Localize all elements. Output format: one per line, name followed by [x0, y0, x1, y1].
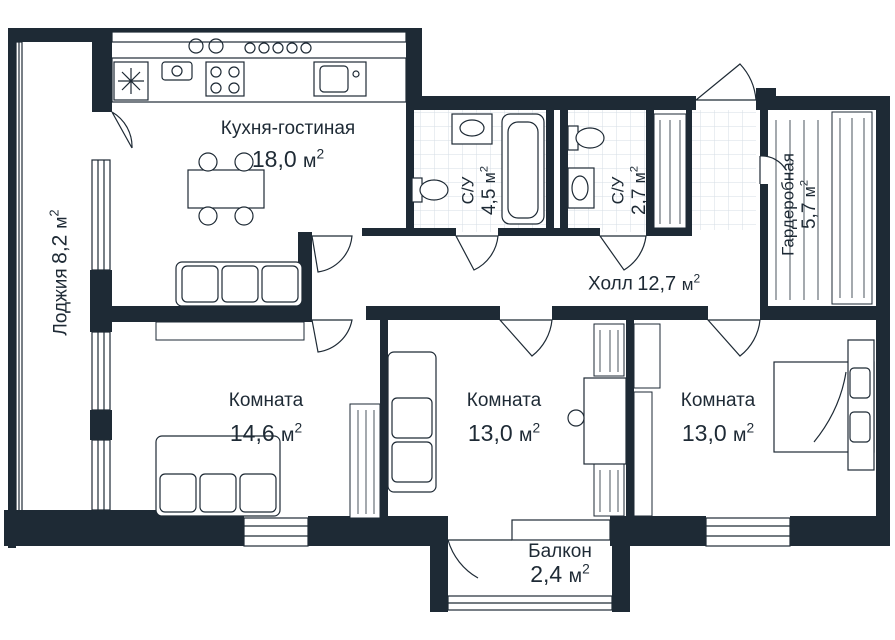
window-icon [15, 31, 791, 611]
area-unit: м [733, 423, 747, 446]
area-unit: м [281, 423, 295, 446]
room-name: Лоджия [50, 268, 72, 336]
room-name: Гардеробная [778, 153, 798, 256]
toilet-icon [411, 125, 605, 203]
room-label-bath2: С/У 2,7 м2 [608, 130, 651, 250]
area-sup: 2 [582, 561, 590, 577]
area-unit: м [50, 216, 71, 229]
room-label-room3: Комната 13,0 м2 [648, 390, 788, 446]
room-name: Балкон [528, 541, 592, 562]
area-sup: 2 [47, 209, 62, 217]
area-sup: 2 [693, 271, 701, 285]
area-sup: 2 [746, 420, 755, 436]
room-label-kitchen: Кухня-гостиная 18,0 м2 [190, 118, 386, 172]
room-label-wardrobe: Гардеробная 5,7 м2 [778, 134, 821, 274]
area-sup: 2 [478, 165, 491, 173]
area-value: 12,7 [637, 272, 677, 295]
room-name: Комната [228, 390, 304, 411]
room-name: Комната [466, 390, 542, 411]
area-value: 18,0 [251, 145, 297, 172]
sink-icon [451, 113, 595, 209]
area-value: 4,5 [478, 188, 500, 216]
area-unit: м [480, 172, 499, 184]
room-label-room1: Комната 14,6 м2 [196, 390, 336, 446]
bed-icon [773, 339, 875, 471]
room-area: 2,7 м2 [628, 130, 650, 250]
shelving-hatch [357, 118, 865, 514]
room-label-balcony: Балкон 2,4 м2 [500, 541, 620, 587]
area-unit: м [681, 274, 694, 294]
room-area: 14,6 м2 [196, 420, 336, 446]
door-icon [111, 63, 787, 579]
table-icon [187, 152, 265, 226]
room-label-hall: Холл 12,7 м2 [588, 271, 748, 296]
kitchen-counter [111, 38, 407, 103]
area-unit: м [303, 149, 317, 172]
room-name: Холл [588, 273, 633, 295]
area-value: 14,6 [229, 419, 275, 446]
area-unit: м [568, 564, 583, 587]
room-name: Комната [680, 390, 756, 411]
area-sup: 2 [798, 179, 811, 187]
room-area: 18,0 м2 [190, 146, 386, 172]
room-name: С/У [458, 176, 478, 205]
room-name: С/У [608, 176, 628, 205]
room-area: 12,7 м2 [637, 271, 701, 295]
area-value: 13,0 [467, 419, 513, 446]
room-area: 5,7 м2 [798, 134, 820, 274]
area-sup: 2 [294, 420, 303, 436]
room-area: 8,2 м2 [47, 209, 72, 264]
area-sup: 2 [316, 146, 325, 162]
room-area: 4,5 м2 [478, 130, 500, 250]
area-unit: м [800, 186, 819, 198]
shelving [155, 111, 873, 519]
area-value: 8,2 [48, 234, 72, 264]
room-area: 13,0 м2 [434, 420, 574, 446]
room-label-loggia: Лоджия 8,2 м2 [47, 183, 72, 363]
area-unit: м [519, 423, 533, 446]
area-unit: м [630, 172, 649, 184]
area-value: 2,7 [628, 188, 650, 216]
area-value: 13,0 [681, 419, 727, 446]
area-sup: 2 [628, 165, 641, 173]
area-value: 5,7 [798, 202, 820, 230]
area-value: 2,4 [530, 560, 563, 587]
room-area: 2,4 м2 [500, 562, 620, 587]
area-sup: 2 [532, 420, 541, 436]
room-area: 13,0 м2 [648, 420, 788, 446]
sofa-icon [155, 261, 437, 517]
walls [4, 28, 890, 612]
desk [567, 377, 627, 465]
room-name: Кухня-гостиная [220, 118, 356, 139]
room-label-bath1: С/У 4,5 м2 [458, 130, 501, 250]
bathtub-icon [501, 113, 545, 225]
room-label-room2: Комната 13,0 м2 [434, 390, 574, 446]
